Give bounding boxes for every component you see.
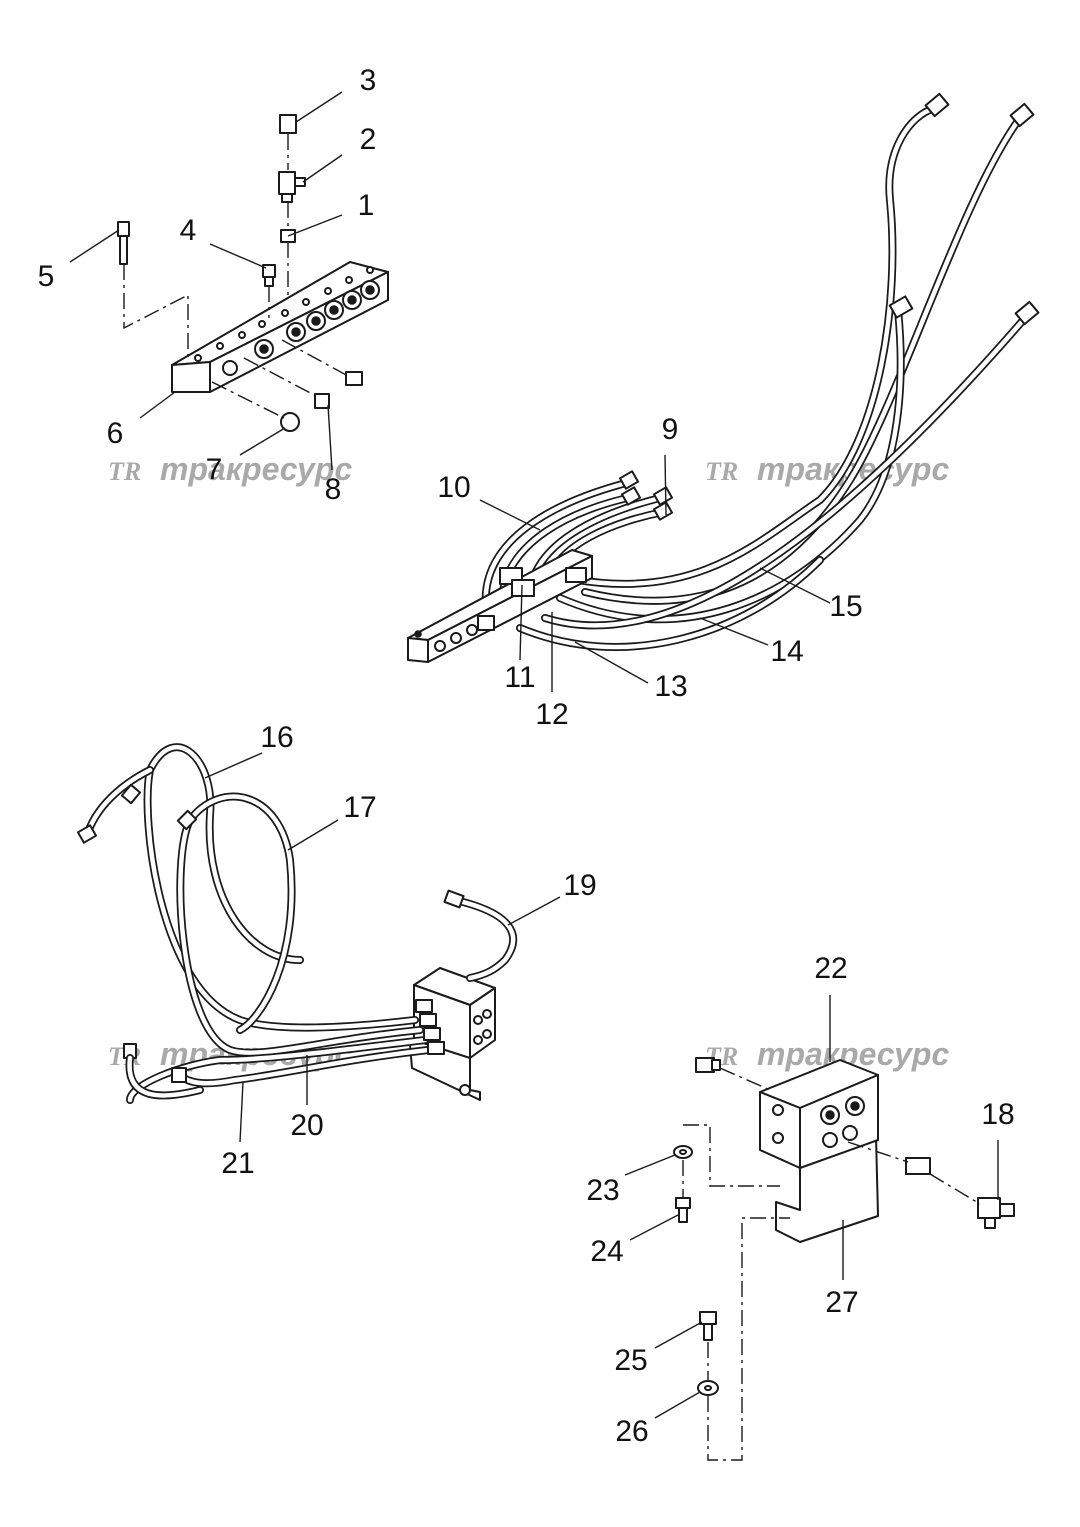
watermark-2: TR тракресурс xyxy=(705,451,949,487)
callout-22: 22 xyxy=(814,952,847,985)
callout-2: 2 xyxy=(360,123,377,156)
svg-text:TR: TR xyxy=(108,457,141,486)
callout-21: 21 xyxy=(221,1147,254,1180)
callout-numbers: 1 2 3 4 5 6 7 8 9 10 11 12 13 14 15 16 1… xyxy=(38,64,1015,1448)
callout-27: 27 xyxy=(825,1286,858,1319)
cap-3 xyxy=(279,114,297,134)
callout-1: 1 xyxy=(358,189,375,222)
leader-lines xyxy=(69,91,999,1419)
callout-20: 20 xyxy=(290,1109,323,1142)
bolt-5 xyxy=(117,221,130,265)
callout-12: 12 xyxy=(535,698,568,731)
watermark-1: TR тракресурс xyxy=(108,451,352,487)
svg-text:TR: TR xyxy=(705,457,738,486)
callout-5: 5 xyxy=(38,260,55,293)
callout-23: 23 xyxy=(586,1174,619,1207)
hose-bundle-assembly xyxy=(407,92,1040,663)
manifold-assembly-exploded xyxy=(117,114,389,432)
callout-17: 17 xyxy=(343,791,376,824)
callout-9: 9 xyxy=(662,413,679,446)
callout-18: 18 xyxy=(981,1098,1014,1131)
callout-14: 14 xyxy=(770,635,803,668)
plug-7 xyxy=(280,412,300,432)
callout-25: 25 xyxy=(614,1344,647,1377)
callout-3: 3 xyxy=(360,64,377,97)
callout-8: 8 xyxy=(325,473,342,506)
fitting-extra xyxy=(345,371,363,386)
callout-11: 11 xyxy=(504,661,535,694)
sensor-2 xyxy=(278,171,306,203)
callout-15: 15 xyxy=(829,590,862,623)
manifold-top-holes xyxy=(194,266,374,362)
valve-bracket-assembly-exploded xyxy=(673,1057,1015,1461)
manifold-side-fittings xyxy=(222,280,380,376)
callout-4: 4 xyxy=(180,214,197,247)
callout-24: 24 xyxy=(590,1235,623,1268)
fitting-8 xyxy=(314,393,330,409)
callout-13: 13 xyxy=(654,670,687,703)
callout-26: 26 xyxy=(615,1415,648,1448)
callout-6: 6 xyxy=(107,417,124,450)
callout-19: 19 xyxy=(563,869,596,902)
valve-hose-assembly xyxy=(76,743,518,1104)
long-hoses xyxy=(516,104,1029,651)
watermark-text: тракресурс xyxy=(160,451,352,487)
callout-7: 7 xyxy=(206,453,223,486)
callout-16: 16 xyxy=(260,721,293,754)
callout-10: 10 xyxy=(437,471,470,504)
